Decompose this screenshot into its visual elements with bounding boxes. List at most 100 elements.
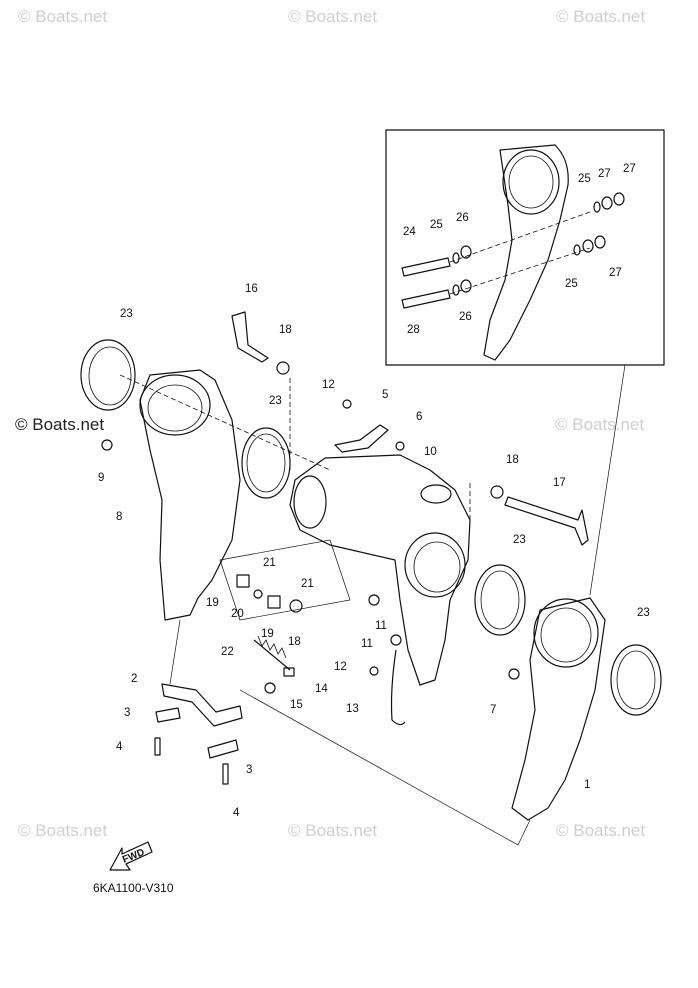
swivel-body-ring-inner [413,541,461,593]
fwd-label: FWD [121,847,146,866]
spring-22 [253,639,291,671]
callout-23: 23 [637,607,650,619]
inset-bracket-ring [502,149,560,215]
ring-23-right-inner [480,570,520,630]
ring-23-mid [241,427,291,499]
washer-25d [573,244,581,256]
leader-bottom-end [517,819,531,846]
watermark: © Boats.net [18,7,107,26]
callout-23: 23 [269,395,282,407]
ring-23-far-right-inner [616,650,656,710]
collar-11a [368,594,380,606]
nut-27b [613,192,625,206]
bushing-18-low [289,599,303,613]
bracket-right-ring-inner [540,607,592,663]
leader-bottom [239,689,519,846]
swivel-body-ring [404,532,466,598]
fwd-arrow-icon [109,841,153,871]
ring-23-right [474,564,526,636]
ring-23-left-inner [88,346,132,406]
ring-23-left [80,339,136,411]
watermark: © Boats.net [555,415,644,434]
bracket-right-ring [533,598,599,668]
block-19b [267,595,281,609]
inset-bracket [483,144,569,361]
watermark: © Boats.net [288,7,377,26]
bolt-15 [264,682,276,694]
callout-11: 11 [375,620,387,632]
callout-25: 25 [565,278,578,290]
watermark-dark: © Boats.net [15,415,104,434]
callout-18: 18 [279,324,292,336]
callout-28: 28 [407,324,420,336]
washer-26b [460,279,472,293]
diagram-code: 6KA1100-V310 [93,881,174,895]
callout-24: 24 [403,226,416,238]
bolt-4b [222,763,229,785]
bolt-4a [154,737,161,756]
callout-20: 20 [231,608,244,620]
inset-leader [589,364,626,596]
watermark: © Boats.net [18,821,107,840]
screw-6 [395,441,405,451]
kit-bracket [219,539,351,621]
callout-13: 13 [346,703,359,715]
callout-12: 12 [334,661,347,673]
pin-20 [253,589,263,599]
callout-22: 22 [221,646,234,658]
grease-nipple-12 [342,399,352,409]
inset-bracket-ring-inner [508,155,554,209]
callout-15: 15 [290,699,303,711]
ring-23-far-right [610,644,662,716]
spring-22-coils [257,635,287,659]
bracket-5 [334,424,389,453]
plate-14 [283,667,295,677]
callout-10: 10 [424,446,437,458]
bolt-28 [401,289,451,309]
collar-11b [390,634,402,646]
callout-25: 25 [430,219,443,231]
inset-frame [385,129,665,366]
callout-16: 16 [245,283,258,295]
washer-25c [593,201,601,213]
callout-18: 18 [288,636,301,648]
callout-12: 12 [322,379,335,391]
fwd-arrow: FWD [109,841,153,871]
callout-21: 21 [263,557,276,569]
watermark: © Boats.net [556,821,645,840]
grease-nipple-12b [369,666,379,676]
callout-18: 18 [506,454,519,466]
block-19a [236,574,250,588]
callout-25: 25 [578,173,591,185]
callout-11: 11 [361,638,373,650]
callout-2: 2 [131,673,137,685]
swivel-body [289,454,471,686]
callout-23: 23 [513,534,526,546]
callout-5: 5 [382,389,388,401]
callout-6: 6 [416,411,422,423]
grease-cap [420,484,452,504]
callout-21: 21 [301,578,314,590]
callout-27: 27 [623,163,636,175]
callout-14: 14 [315,683,328,695]
rod-17 [504,496,589,546]
watermark: © Boats.net [288,821,377,840]
bolt-24 [401,257,451,277]
callout-8: 8 [116,511,122,523]
callout-layer: 1 2 3 3 4 4 5 6 7 8 9 10 11 11 12 12 13 … [98,163,650,819]
watermark-layer: © Boats.net © Boats.net © Boats.net © Bo… [15,7,645,840]
washer-26 [460,245,472,259]
plate-3b [207,739,239,759]
washer-25b [452,284,460,296]
bushing-18-top [276,361,290,375]
wire-13 [390,649,406,726]
bushing-18-right [490,485,504,499]
callout-4: 4 [116,741,123,753]
callout-4: 4 [233,807,240,819]
axis-line [119,374,331,471]
swivel-bracket-right [511,597,606,821]
nut-27 [601,196,613,210]
bracket-left-ring-inner [147,384,203,432]
callout-17: 17 [553,477,566,489]
